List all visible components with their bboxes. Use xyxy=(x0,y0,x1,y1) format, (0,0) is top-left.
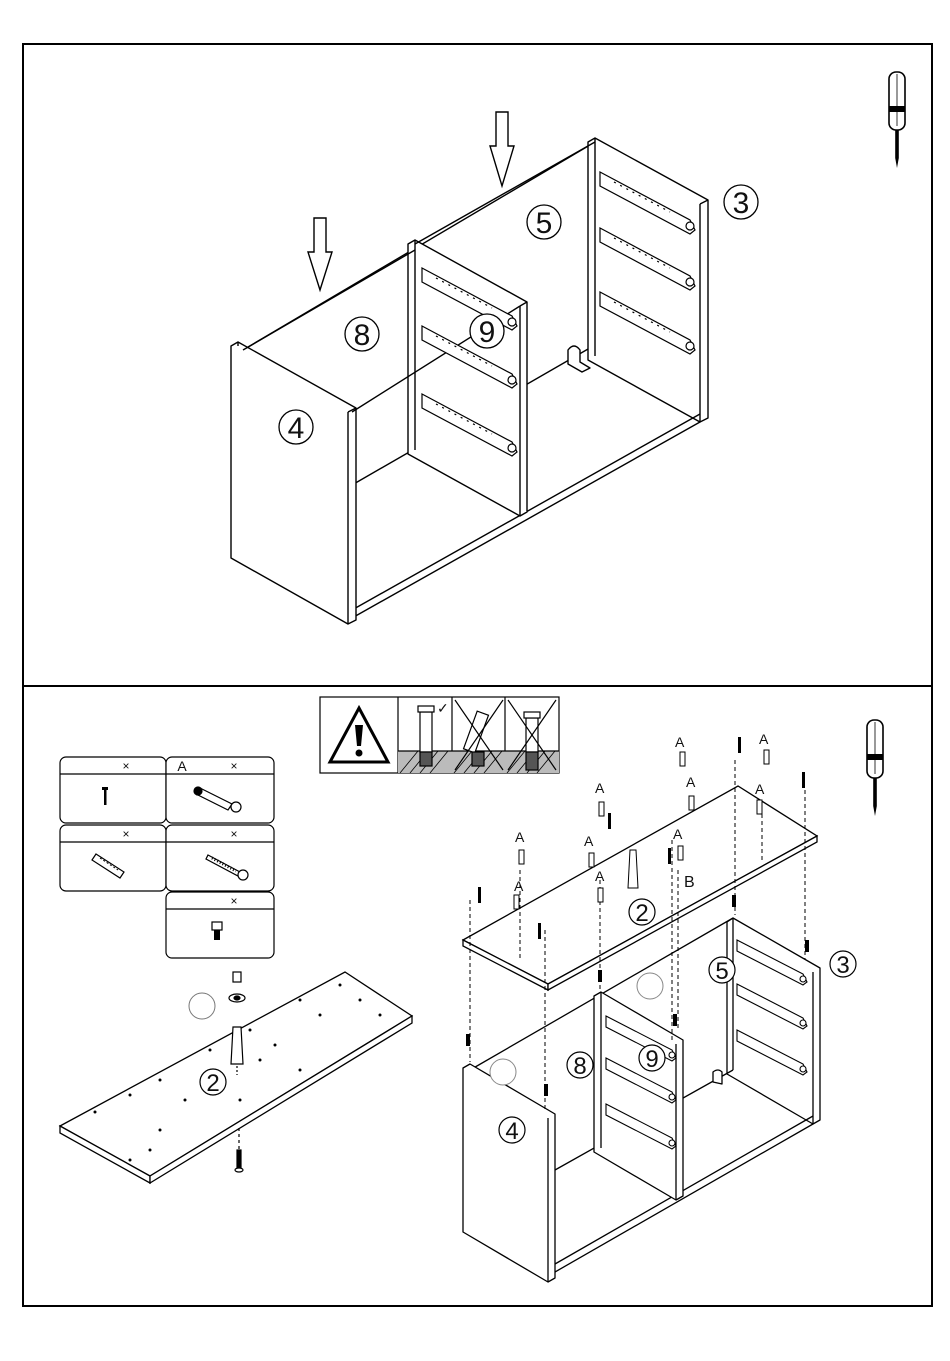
part-label-9: 9 xyxy=(470,314,504,349)
svg-text:A: A xyxy=(686,774,696,790)
part-label-3: 3 xyxy=(724,185,758,220)
svg-text:×: × xyxy=(122,827,129,841)
zoom-circle-icon xyxy=(637,973,663,999)
svg-text:2: 2 xyxy=(206,1070,219,1097)
svg-text:A: A xyxy=(595,868,605,884)
svg-text:4: 4 xyxy=(288,412,305,445)
parts-cell: A × xyxy=(166,757,274,823)
parts-cell: × xyxy=(60,825,166,891)
zoom-circle-icon xyxy=(490,1059,516,1085)
svg-text:✓: ✓ xyxy=(437,700,449,716)
parts-table: × A × × × × xyxy=(60,757,274,958)
parts-cell: × xyxy=(60,757,166,823)
screw-icon xyxy=(235,1128,243,1172)
svg-text:A: A xyxy=(759,731,769,747)
cam-lock-icon xyxy=(229,972,245,1075)
svg-text:2: 2 xyxy=(635,900,648,927)
part-label-5: 5 xyxy=(527,205,561,240)
svg-text:5: 5 xyxy=(715,958,728,985)
screwdriver-icon xyxy=(867,720,883,816)
parts-cell: × xyxy=(166,892,274,958)
top-panel-drawing xyxy=(60,972,412,1183)
cabinet-drawing-step1 xyxy=(231,138,708,624)
part-label-8: 8 xyxy=(567,1052,593,1080)
parts-cell: × xyxy=(166,825,274,891)
svg-text:A: A xyxy=(675,734,685,750)
svg-text:A: A xyxy=(673,826,683,842)
svg-text:A: A xyxy=(515,829,525,845)
svg-text:×: × xyxy=(122,759,129,773)
svg-text:×: × xyxy=(230,827,237,841)
part-label-4: 4 xyxy=(279,410,313,445)
svg-text:3: 3 xyxy=(733,187,750,220)
svg-text:8: 8 xyxy=(354,319,371,352)
svg-text:8: 8 xyxy=(573,1053,586,1080)
down-arrow-icon xyxy=(308,218,332,290)
svg-text:9: 9 xyxy=(645,1046,658,1073)
part-label-3: 3 xyxy=(830,951,856,979)
svg-text:3: 3 xyxy=(836,952,849,979)
svg-text:A: A xyxy=(514,878,524,894)
svg-text:×: × xyxy=(230,759,237,773)
svg-text:B: B xyxy=(684,874,695,891)
svg-text:A: A xyxy=(177,758,187,774)
svg-text:A: A xyxy=(595,780,605,796)
warning-panel: ✓ xyxy=(320,697,559,773)
svg-text:4: 4 xyxy=(505,1118,518,1145)
svg-text:A: A xyxy=(755,781,765,797)
svg-text:×: × xyxy=(230,894,237,908)
screwdriver-icon xyxy=(889,72,905,168)
part-label-8: 8 xyxy=(345,317,379,352)
svg-text:9: 9 xyxy=(479,316,496,349)
svg-text:A: A xyxy=(584,833,594,849)
down-arrow-icon xyxy=(490,112,514,186)
svg-text:5: 5 xyxy=(536,207,553,240)
zoom-circle-icon xyxy=(189,993,215,1019)
